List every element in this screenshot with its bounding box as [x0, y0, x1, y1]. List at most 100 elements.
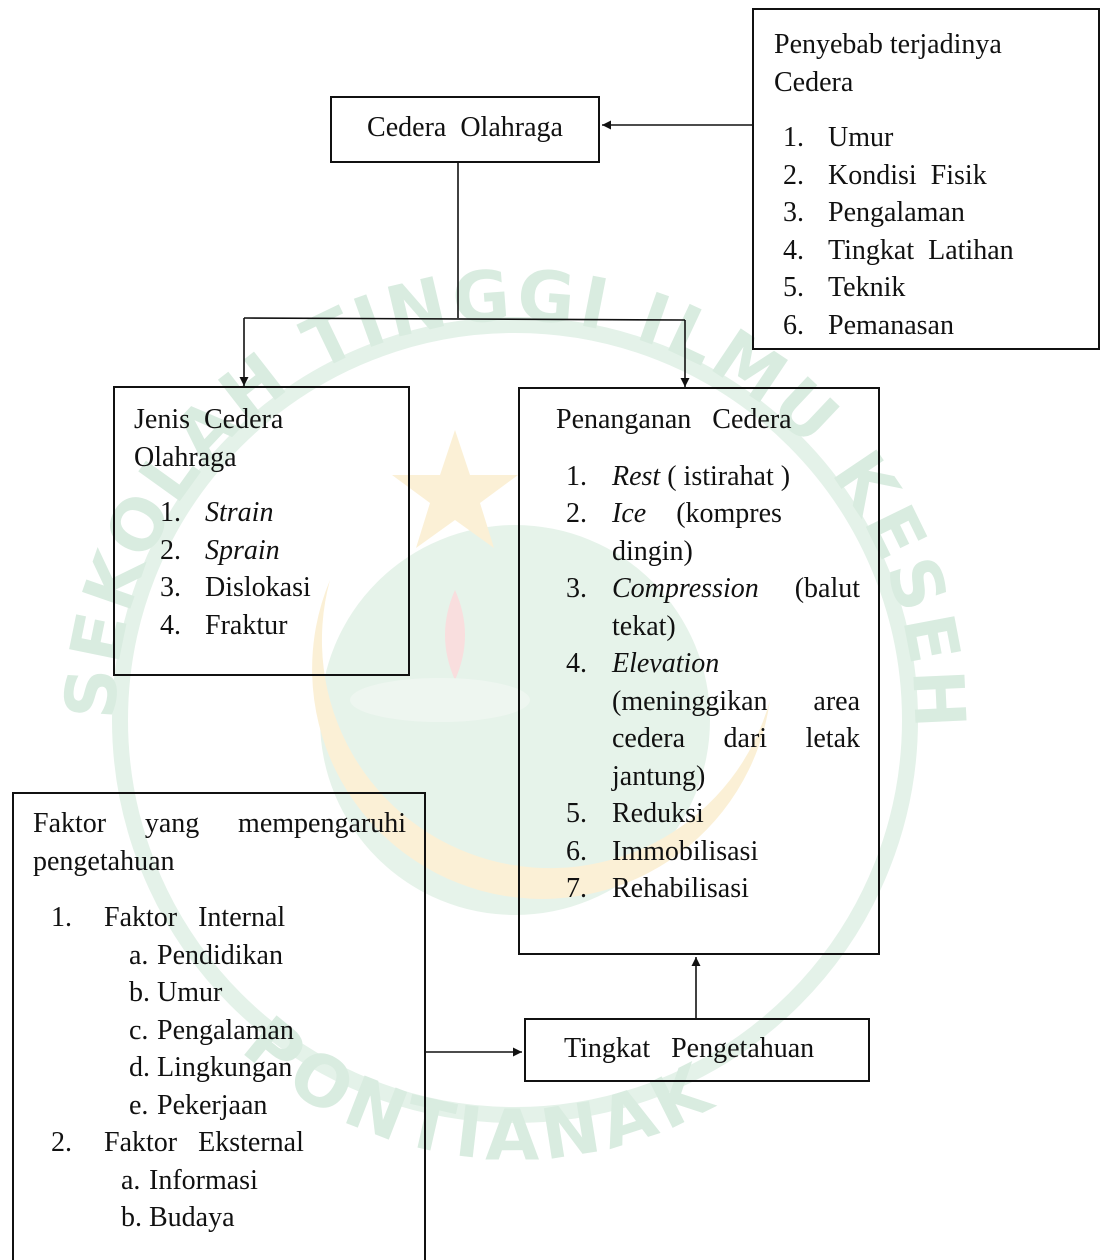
group-label: Faktor Internal	[104, 902, 286, 933]
list-item: 6. Pemanasan	[774, 307, 1098, 345]
jenis-cedera-box: Jenis Cedera Olahraga 1.Strain 2. Sprain …	[113, 386, 410, 676]
penanganan-heading: Penanganan Cedera	[556, 404, 792, 435]
list-text: Rest ( istirahat )	[612, 458, 860, 496]
list-number: 7.	[566, 873, 587, 904]
faktor-group: 2. Faktor Eksternal a.Informasi b.Budaya	[33, 1124, 406, 1237]
jenis-heading: Jenis Cedera Olahraga	[134, 404, 291, 473]
connector-branch	[243, 317, 686, 321]
list-text: Tingkat Latihan	[828, 234, 1014, 266]
list-number: 3.	[160, 572, 181, 603]
list-term: Compression	[612, 573, 759, 604]
list-text: Elevation (meninggikan area cedera dari l…	[612, 645, 860, 795]
list-item: 1.Strain	[134, 494, 408, 532]
list-letter: e.	[129, 1089, 149, 1121]
list-number: 3.	[566, 573, 587, 604]
list-text: Teknik	[828, 272, 906, 303]
tingkat-pengetahuan-box: Tingkat Pengetahuan	[524, 1018, 870, 1082]
list-text: Lingkungan	[157, 1052, 293, 1083]
list-text: Pengalaman	[157, 1014, 294, 1046]
penyebab-box: Penyebab terjadinya Cedera 1. Umur 2. Kond…	[752, 8, 1100, 350]
list-text: Dislokasi	[205, 572, 311, 603]
list-item: a.Informasi	[103, 1162, 406, 1200]
list-text: Ice(kompres dingin)	[612, 495, 860, 570]
list-item: 6.Immobilisasi	[556, 833, 860, 871]
tingkat-pengetahuan-title: Tingkat Pengetahuan	[564, 1033, 815, 1064]
list-item: 5. Teknik	[774, 269, 1098, 307]
list-number: 5.	[783, 272, 804, 303]
list-number: 1.	[160, 497, 181, 528]
list-number: 3.	[783, 197, 804, 228]
list-term: Elevation	[612, 648, 720, 679]
penyebab-list: 1. Umur 2. Kondisi Fisik 3. Pengalaman 4. Ti…	[774, 119, 1098, 344]
list-text: Immobilisasi	[612, 835, 759, 867]
list-text: Budaya	[149, 1202, 235, 1233]
list-text: Sprain	[205, 534, 280, 566]
faktor-eksternal-list: a.Informasi b.Budaya	[33, 1162, 406, 1237]
list-text: Pendidikan	[157, 939, 283, 971]
list-item: a.Pendidikan	[111, 937, 406, 975]
list-number: 4.	[566, 648, 587, 679]
list-number: 4.	[160, 609, 181, 641]
faktor-group: 1. Faktor Internal a.Pendidikan b.Umur c.…	[33, 899, 406, 1124]
list-number: 4.	[783, 234, 804, 266]
list-item: 7. Rehabilisasi	[556, 870, 860, 908]
list-text: Compression (balut tekat)	[612, 570, 860, 645]
list-letter: c.	[129, 1014, 149, 1046]
list-number: 2.	[566, 498, 587, 529]
list-item: 2. Ice(kompres dingin)	[556, 495, 860, 570]
list-item: b.Budaya	[103, 1199, 406, 1237]
list-item: 4. Tingkat Latihan	[774, 232, 1098, 270]
list-number: 6.	[783, 309, 804, 341]
cedera-olahraga-title: Cedera Olahraga	[367, 112, 563, 143]
list-number: 1.	[783, 122, 804, 153]
faktor-list: 1.Faktor Internal a.Pendidikan b.Umur c.…	[33, 899, 406, 1237]
list-item: 2. Kondisi Fisik	[774, 157, 1098, 195]
list-number: 2.	[160, 534, 181, 566]
list-text: Rehabilisasi	[612, 873, 749, 904]
penanganan-cedera-box: Penanganan Cedera 1. Rest ( istirahat ) 2…	[518, 387, 880, 955]
list-number: 2.	[783, 159, 804, 191]
list-item: 1. Umur	[774, 119, 1098, 157]
list-number: 5.	[566, 798, 587, 829]
list-letter: b.	[121, 1202, 142, 1233]
faktor-internal-list: a.Pendidikan b.Umur c.Pengalaman d.Lingk…	[33, 937, 406, 1125]
list-number: 1.	[566, 460, 587, 492]
list-term: Ice	[612, 498, 647, 529]
list-desc: (kompres dingin)	[612, 498, 782, 567]
list-text: Informasi	[149, 1164, 258, 1196]
list-desc: ( istirahat )	[667, 460, 791, 492]
list-desc: (meninggikan area cedera dari letak jant…	[612, 685, 860, 792]
list-term: Rest	[612, 460, 661, 492]
faktor-heading: Faktor yang mempengaruhi pengetahuan	[33, 808, 406, 877]
list-text: Umur	[157, 977, 223, 1008]
list-item: 4. Fraktur	[134, 607, 408, 645]
list-item: 3. Pengalaman	[774, 194, 1098, 232]
group-number: 1.	[51, 902, 72, 933]
list-desc: (balut tekat)	[612, 573, 860, 642]
group-label: Faktor Eksternal	[104, 1127, 304, 1158]
list-item: 2. Sprain	[134, 532, 408, 570]
group-number: 2.	[51, 1127, 72, 1158]
list-item: e.Pekerjaan	[111, 1087, 406, 1125]
list-item: 1. Rest ( istirahat )	[556, 458, 860, 496]
jenis-list: 1.Strain 2. Sprain 3. Dislokasi 4. Fraktur	[134, 494, 408, 644]
list-text: Pengalaman	[828, 197, 965, 228]
list-text: Fraktur	[205, 609, 288, 641]
list-letter: a.	[129, 939, 149, 971]
penyebab-heading: Penyebab terjadinya Cedera	[774, 29, 1002, 98]
faktor-box: Faktor yang mempengaruhi pengetahuan 1. F…	[12, 792, 426, 1260]
list-item: d.Lingkungan	[111, 1049, 406, 1087]
list-item: 4. Elevation (meninggikan area cedera dari…	[556, 645, 860, 795]
list-item: 5.Reduksi	[556, 795, 860, 833]
list-text: Pemanasan	[828, 309, 954, 341]
list-item: 3. Compression (balut tekat)	[556, 570, 860, 645]
list-letter: a.	[121, 1164, 141, 1196]
list-letter: d.	[129, 1052, 150, 1083]
list-text: Umur	[828, 122, 894, 153]
list-item: c.Pengalaman	[111, 1012, 406, 1050]
list-text: Kondisi Fisik	[828, 159, 987, 191]
list-letter: b.	[129, 977, 150, 1008]
list-item: b.Umur	[111, 974, 406, 1012]
